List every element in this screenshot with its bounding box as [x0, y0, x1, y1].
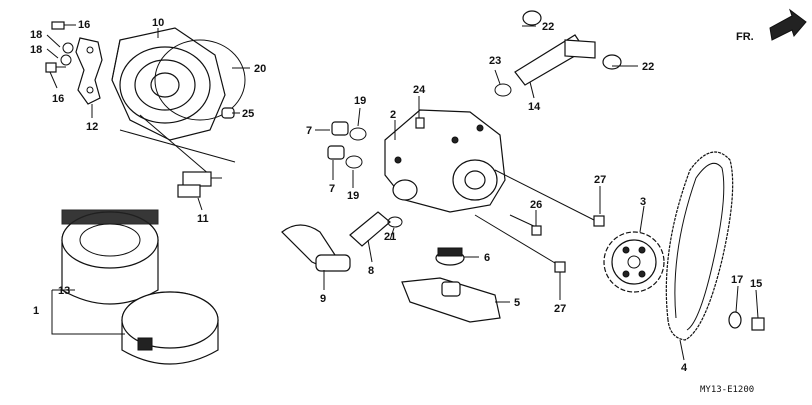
oil-pipe-14: [514, 34, 596, 86]
callout-18-upper: 18: [30, 29, 42, 41]
callout-9: 9: [320, 293, 326, 305]
o-ring-21: [387, 216, 403, 228]
callout-18-lower: 18: [30, 44, 42, 56]
washer-17: [728, 311, 742, 329]
o-ring-22-right: [602, 54, 622, 70]
callout-12: 12: [86, 121, 98, 133]
front-arrow-icon: [769, 8, 807, 41]
oil-pump-2: [384, 109, 506, 213]
callout-26: 26: [530, 199, 542, 211]
o-ring-23: [494, 83, 512, 97]
callout-24: 24: [413, 84, 426, 96]
callout-8: 8: [368, 265, 374, 277]
callout-21: 21: [384, 231, 396, 243]
strainer-9: [281, 224, 351, 272]
washer-18-lower: [60, 54, 72, 66]
joint-8: [349, 211, 391, 247]
callout-16-upper: 16: [78, 19, 90, 31]
o-ring-22-left: [522, 10, 542, 26]
oil-filter-13-lower: [121, 291, 219, 365]
callout-19-lower: 19: [347, 190, 359, 202]
o-ring-19-lower: [345, 155, 363, 169]
callout-13: 13: [58, 285, 70, 297]
callout-20: 20: [254, 63, 266, 75]
drive-chain-4: [665, 151, 734, 341]
callout-27-upper: 27: [594, 174, 606, 186]
seal-6: [435, 247, 465, 266]
lock-plate-12: [75, 37, 103, 105]
callout-5: 5: [514, 297, 520, 309]
callout-16-lower: 16: [52, 93, 64, 105]
collar-7-upper: [331, 121, 349, 136]
callout-6: 6: [484, 252, 490, 264]
collar-7-lower: [327, 145, 345, 160]
callout-4: 4: [681, 362, 688, 374]
bolt-15: [751, 317, 765, 331]
callout-14: 14: [528, 101, 541, 113]
callout-27-lower: 27: [554, 303, 566, 315]
callout-22-left: 22: [542, 21, 554, 33]
callout-25: 25: [242, 108, 254, 120]
dowel-24: [415, 117, 425, 129]
callout-23: 23: [489, 55, 501, 67]
callout-2: 2: [390, 109, 396, 121]
o-ring-19-upper: [349, 127, 367, 141]
bracket-1: [51, 290, 125, 335]
oil-filter-13-upper: [61, 209, 159, 305]
drawing-code: MY13-E1200: [700, 385, 754, 395]
sprocket-3: [603, 231, 665, 293]
bolt-27-upper: [494, 169, 605, 227]
callout-10: 10: [152, 17, 164, 29]
callout-11: 11: [197, 213, 209, 225]
leader-lines: [46, 24, 759, 361]
callout-3: 3: [640, 196, 646, 208]
washer-18-upper: [62, 42, 74, 54]
callout-19-upper: 19: [354, 95, 366, 107]
callout-7-lower: 7: [329, 183, 335, 195]
callout-15: 15: [750, 278, 762, 290]
o-ring-20: [154, 39, 246, 121]
callout-17: 17: [731, 274, 743, 286]
center-bolt-11: [177, 171, 222, 198]
screen-5: [401, 277, 501, 323]
callout-1: 1: [33, 305, 39, 317]
callout-7-upper: 7: [306, 125, 312, 137]
filter-housing-10: [111, 27, 226, 141]
bolt-16-lower: [45, 62, 66, 73]
front-direction-label: FR.: [736, 31, 754, 43]
callout-22-right: 22: [642, 61, 654, 73]
